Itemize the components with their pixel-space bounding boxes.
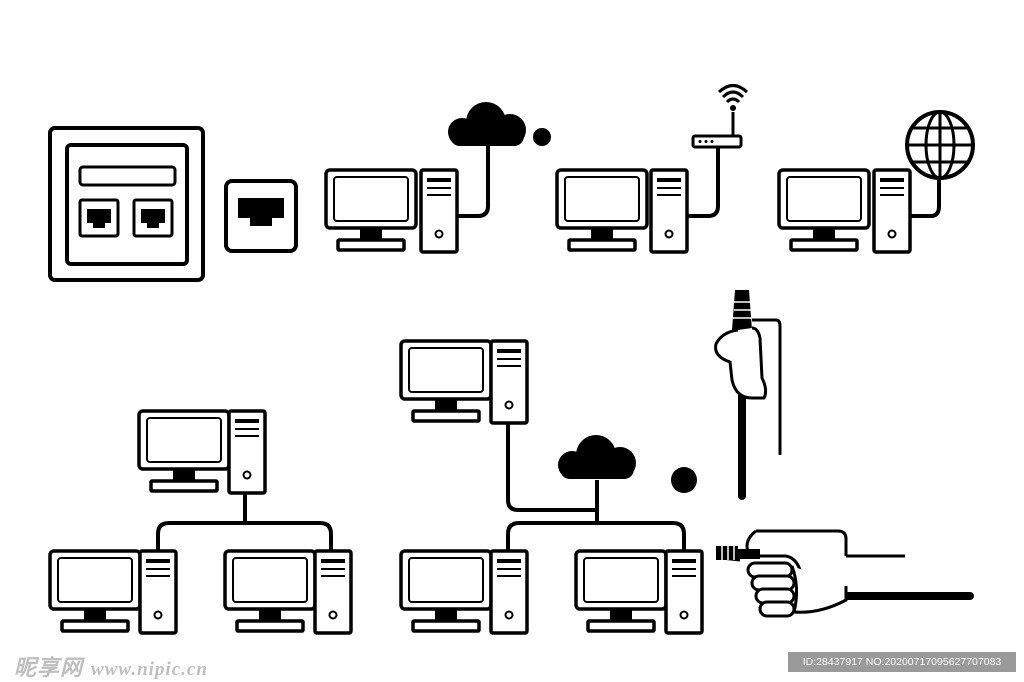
wall-socket-icon bbox=[48, 126, 205, 282]
network-cloud-computers bbox=[399, 339, 704, 635]
watermark-site-url: www.nipic.cn bbox=[91, 659, 208, 680]
computer-router-group bbox=[555, 84, 749, 254]
wifi-router-icon bbox=[691, 84, 749, 149]
globe-icon bbox=[905, 110, 975, 180]
cloud-icon bbox=[448, 102, 526, 146]
cloud-icon bbox=[558, 435, 636, 479]
ethernet-port-icon bbox=[224, 179, 298, 253]
computer-globe-group bbox=[777, 110, 975, 254]
watermark-site-name: 昵享网 bbox=[14, 655, 84, 680]
computer-cloud-group bbox=[324, 102, 551, 254]
hand-icon bbox=[746, 561, 848, 618]
watermark-image-info: ID:28437917 NO:20200717095627707083 bbox=[788, 652, 1016, 672]
network-three-computers bbox=[48, 409, 353, 635]
hand-icon bbox=[714, 326, 768, 400]
watermark-logo: 昵享网 www.nipic.cn bbox=[14, 650, 208, 682]
dot-icon bbox=[533, 128, 551, 146]
hand-holding-cable-icon bbox=[714, 290, 782, 500]
dot-icon bbox=[671, 467, 697, 493]
hand-plugging-cable-icon bbox=[716, 529, 974, 618]
